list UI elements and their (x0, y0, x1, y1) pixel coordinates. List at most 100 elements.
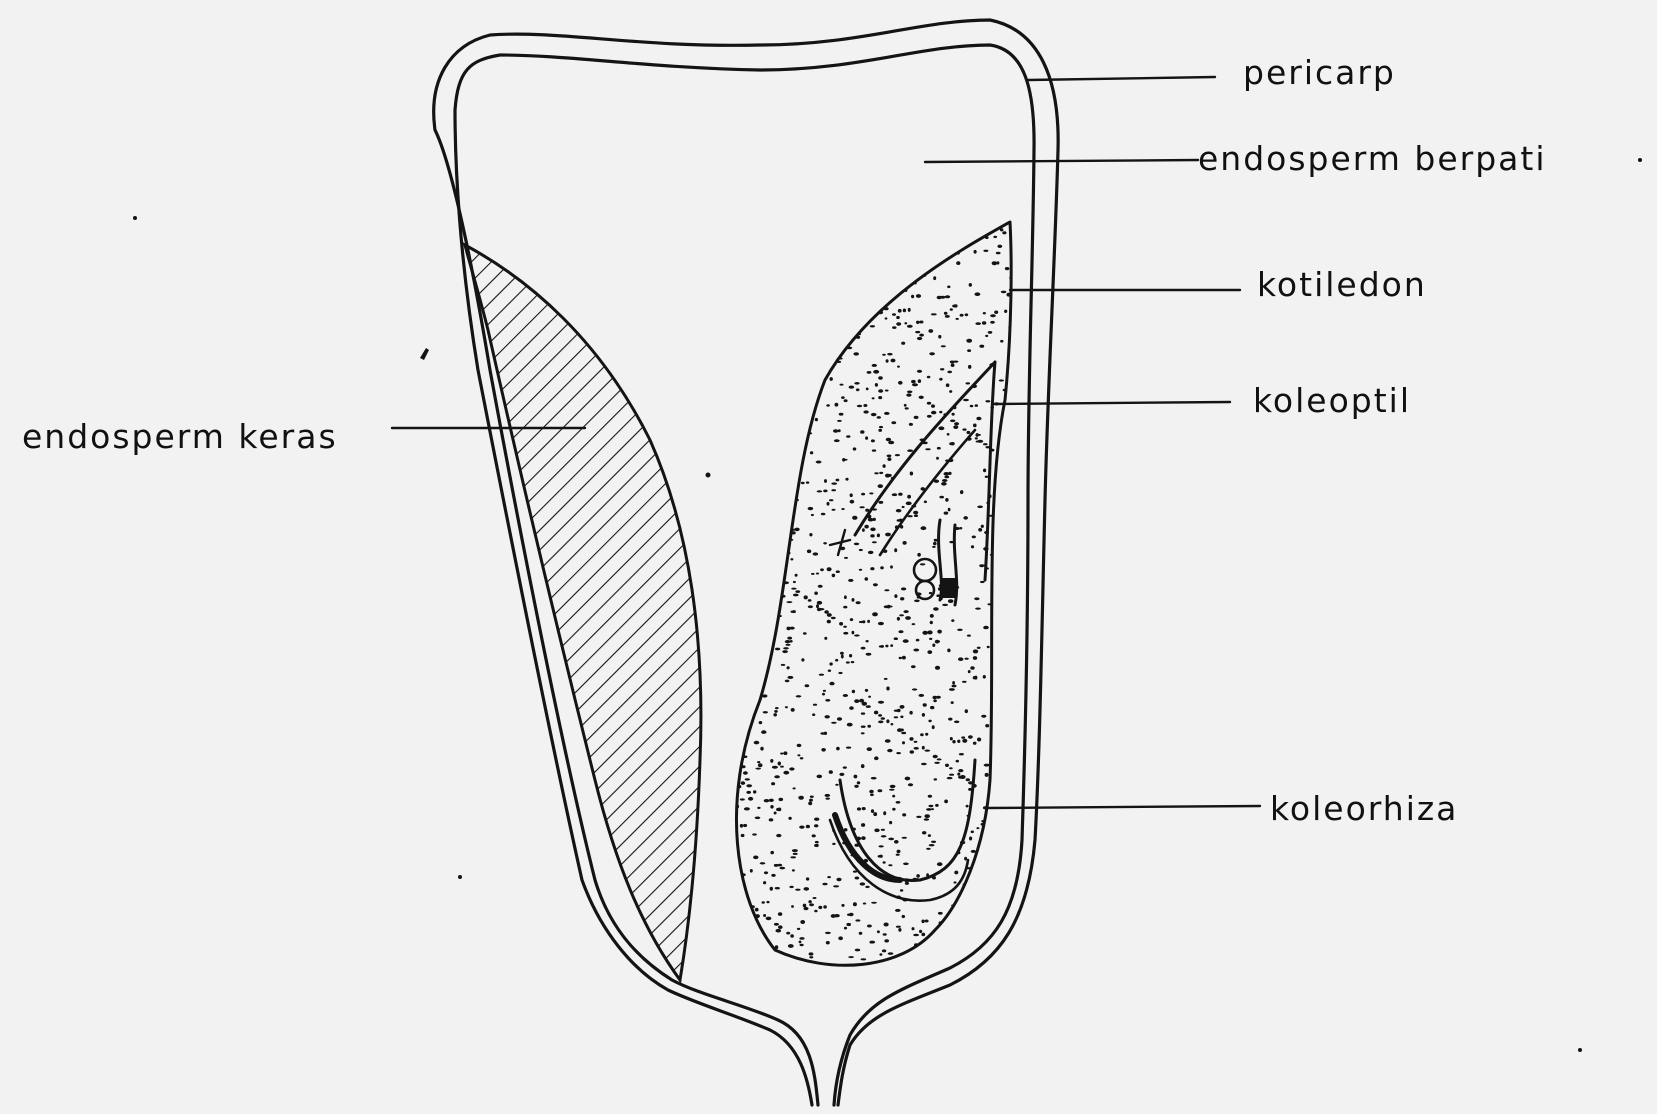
stipple-dot (852, 516, 857, 520)
stipple-dot (846, 923, 851, 926)
stipple-dot (783, 647, 789, 649)
stipple-dot (728, 888, 731, 891)
stipple-dot (976, 417, 981, 421)
stipple-dot (832, 574, 836, 578)
stipple-dot (886, 438, 891, 442)
stipple-dot (842, 275, 847, 278)
stipple-dot (822, 883, 827, 886)
stipple-dot (801, 482, 805, 484)
stipple-dot (842, 302, 845, 304)
stipple-dot (733, 304, 738, 307)
stipple-dot (857, 287, 861, 290)
stipple-dot (835, 784, 838, 786)
stipple-dot (927, 630, 932, 634)
stipple-dot (962, 428, 966, 430)
stipple-dot (758, 763, 763, 767)
stipple-dot (831, 722, 836, 724)
stipple-dot (775, 945, 779, 949)
stipple-dot (810, 245, 813, 248)
stipple-dot (974, 250, 977, 254)
stipple-dot (890, 785, 896, 788)
stipple-dot (795, 426, 799, 429)
stipple-dot (944, 800, 948, 804)
stipple-dot (843, 694, 848, 697)
stipple-dot (808, 507, 814, 510)
stipple-dot (730, 642, 733, 644)
stipple-dot (949, 688, 955, 691)
stipple-dot (763, 610, 769, 612)
stipple-dot (944, 312, 948, 315)
stipple-dot (792, 610, 796, 613)
stipple-dot (769, 242, 772, 244)
stipple-dot (811, 573, 815, 575)
stipple-dot (878, 855, 882, 858)
stipple-dot (950, 970, 954, 973)
stipple-dot (743, 771, 748, 775)
stipple-dot (844, 595, 847, 599)
stipple-dot (992, 261, 998, 265)
stipple-dot (753, 381, 756, 384)
stipple-dot (792, 311, 798, 315)
stipple-dot (723, 410, 727, 412)
stipple-dot (779, 359, 785, 361)
stipple-dot (793, 594, 799, 597)
stipple-dot (962, 899, 967, 903)
stipple-dot (730, 609, 736, 612)
stipple-dot (822, 231, 828, 234)
stipple-dot (722, 885, 726, 887)
stipple-dot (789, 886, 793, 888)
stipple-dot (849, 386, 855, 389)
stipple-dot (797, 420, 803, 422)
stipple-dot (977, 506, 983, 509)
stipple-dot (958, 943, 964, 946)
stipple-dot (846, 435, 850, 438)
stipple-dot (929, 638, 932, 640)
stipple-dot (885, 232, 889, 235)
stipple-dot (896, 322, 901, 325)
stipple-dot (737, 533, 743, 537)
stipple-dot (902, 837, 908, 839)
stipple-dot (772, 248, 777, 252)
stipple-dot (847, 723, 853, 727)
stipple-dot (801, 249, 806, 252)
stipple-dot (1001, 673, 1006, 677)
stipple-dot (954, 871, 958, 875)
stipple-dot (1002, 231, 1006, 234)
stipple-dot (792, 869, 795, 871)
stipple-dot (913, 511, 918, 515)
stipple-dot (924, 818, 929, 820)
stipple-dot (857, 781, 860, 784)
stipple-dot (904, 270, 908, 273)
stipple-dot (949, 390, 952, 393)
stipple-dot (871, 777, 877, 780)
stipple-dot (757, 351, 762, 355)
stipple-dot (960, 314, 964, 317)
stipple-dot (817, 608, 821, 611)
stipple-dot (945, 498, 948, 502)
stipple-dot (788, 944, 794, 948)
stipple-dot (757, 462, 762, 465)
stipple-dot (762, 442, 767, 446)
stipple-dot (1015, 928, 1019, 932)
stipple-dot (806, 481, 809, 483)
stipple-dot (897, 366, 900, 368)
stipple-dot (719, 869, 725, 871)
stipple-dot (950, 420, 955, 423)
stipple-dot (744, 477, 747, 480)
stipple-dot (834, 439, 840, 442)
stipple-dot (994, 717, 997, 720)
stipple-dot (997, 769, 1002, 771)
stipple-dot (839, 622, 843, 626)
stipple-dot (955, 226, 960, 229)
stipple-dot (757, 807, 760, 809)
stipple-dot (728, 773, 734, 777)
stipple-dot (898, 214, 901, 218)
stipple-dot (775, 887, 780, 889)
stipple-dot (922, 713, 925, 717)
stipple-dot (968, 735, 973, 738)
stipple-dot (824, 479, 827, 483)
stipple-dot (866, 653, 872, 656)
stipple-dot (738, 896, 743, 899)
stipple-dot (939, 378, 942, 381)
stipple-dot (723, 358, 727, 360)
